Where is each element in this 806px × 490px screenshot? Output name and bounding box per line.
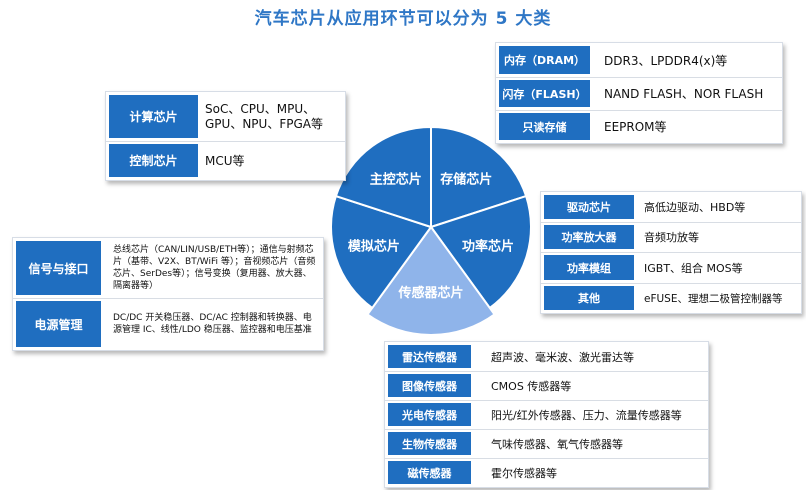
row-label: 控制芯片 bbox=[109, 144, 198, 177]
row-value: NAND FLASH、NOR FLASH bbox=[604, 87, 764, 101]
table-row: 只读存储 EEPROM等 bbox=[496, 110, 782, 143]
sensor-panel: 雷达传感器 超声波、毫米波、激光雷达等 图像传感器 CMOS 传感器等 光电传感… bbox=[384, 341, 709, 488]
row-value: IGBT、组合 MOS等 bbox=[644, 261, 743, 275]
page-title: 汽车芯片从应用环节可以分为 5 大类 bbox=[254, 9, 552, 29]
row-label: 电源管理 bbox=[16, 301, 101, 347]
row-label: 闪存（FLASH） bbox=[499, 80, 590, 107]
row-value: EEPROM等 bbox=[604, 120, 667, 134]
pie-slice bbox=[429, 194, 532, 310]
pie-slice-label: 存储芯片 bbox=[440, 171, 492, 187]
row-value: 霍尔传感器等 bbox=[491, 466, 557, 480]
table-row: 雷达传感器 超声波、毫米波、激光雷达等 bbox=[385, 342, 708, 372]
row-label: 生物传感器 bbox=[388, 432, 471, 455]
row-label: 光电传感器 bbox=[388, 403, 471, 426]
row-value: MCU等 bbox=[205, 154, 245, 168]
table-row: 计算芯片 SoC、CPU、MPU、GPU、NPU、FPGA等 bbox=[106, 92, 345, 142]
row-label: 内存（DRAM） bbox=[499, 46, 590, 74]
row-label: 雷达传感器 bbox=[388, 345, 471, 368]
row-label: 计算芯片 bbox=[109, 95, 198, 138]
storage-panel: 内存（DRAM） DDR3、LPDDR4(x)等 闪存（FLASH） NAND … bbox=[495, 42, 783, 144]
row-value: 气味传感器、氧气传感器等 bbox=[491, 437, 623, 451]
row-label: 只读存储 bbox=[499, 113, 590, 140]
table-row: 信号与接口 总线芯片（CAN/LIN/USB/ETH等）；通信与射频芯片（基带、… bbox=[13, 238, 323, 299]
pie-slice-label: 模拟芯片 bbox=[348, 239, 400, 255]
pie-slice-label: 传感器芯片 bbox=[397, 285, 463, 301]
row-label: 信号与接口 bbox=[16, 241, 101, 295]
pie-slice-label: 主控芯片 bbox=[370, 171, 422, 187]
pie-slice bbox=[330, 194, 433, 310]
row-value: 超声波、毫米波、激光雷达等 bbox=[491, 350, 634, 364]
row-value: SoC、CPU、MPU、GPU、NPU、FPGA等 bbox=[205, 101, 323, 131]
row-label: 其他 bbox=[544, 286, 634, 310]
table-row: 磁传感器 霍尔传感器等 bbox=[385, 458, 708, 487]
row-value: eFUSE、理想二极管控制器等 bbox=[644, 292, 783, 305]
row-value: 高低边驱动、HBD等 bbox=[644, 201, 746, 214]
row-value: 音频功放等 bbox=[644, 231, 699, 244]
analog-panel: 信号与接口 总线芯片（CAN/LIN/USB/ETH等）；通信与射频芯片（基带、… bbox=[12, 237, 324, 351]
row-label: 功率模组 bbox=[544, 255, 634, 280]
pie-slice bbox=[430, 125, 528, 229]
table-row: 电源管理 DC/DC 开关稳压器、DC/AC 控制器和转换器、电源管理 IC、线… bbox=[13, 298, 323, 350]
row-value: DC/DC 开关稳压器、DC/AC 控制器和转换器、电源管理 IC、线性/LDO… bbox=[113, 313, 312, 335]
row-label: 图像传感器 bbox=[388, 374, 471, 397]
row-value: CMOS 传感器等 bbox=[491, 379, 572, 393]
table-row: 内存（DRAM） DDR3、LPDDR4(x)等 bbox=[496, 43, 782, 78]
row-value: 阳光/红外传感器、压力、流量传感器等 bbox=[491, 408, 682, 422]
row-value: 总线芯片（CAN/LIN/USB/ETH等）；通信与射频芯片（基带、V2X、BT… bbox=[113, 245, 316, 291]
table-row: 其他 eFUSE、理想二极管控制器等 bbox=[541, 283, 801, 313]
row-value: DDR3、LPDDR4(x)等 bbox=[604, 53, 728, 68]
table-row: 控制芯片 MCU等 bbox=[106, 141, 345, 180]
pie-slice-label: 功率芯片 bbox=[462, 239, 514, 255]
table-row: 功率模组 IGBT、组合 MOS等 bbox=[541, 252, 801, 284]
row-label: 磁传感器 bbox=[388, 461, 471, 484]
pie-slice bbox=[334, 125, 432, 229]
compute-panel: 计算芯片 SoC、CPU、MPU、GPU、NPU、FPGA等 控制芯片 MCU等 bbox=[105, 91, 346, 181]
table-row: 功率放大器 音频功放等 bbox=[541, 222, 801, 253]
table-row: 驱动芯片 高低边驱动、HBD等 bbox=[541, 192, 801, 223]
table-row: 生物传感器 气味传感器、氧气传感器等 bbox=[385, 429, 708, 459]
power-panel: 驱动芯片 高低边驱动、HBD等 功率放大器 音频功放等 功率模组 IGBT、组合… bbox=[540, 191, 802, 314]
row-label: 功率放大器 bbox=[544, 225, 634, 249]
table-row: 闪存（FLASH） NAND FLASH、NOR FLASH bbox=[496, 77, 782, 111]
row-label: 驱动芯片 bbox=[544, 195, 634, 219]
table-row: 图像传感器 CMOS 传感器等 bbox=[385, 371, 708, 401]
table-row: 光电传感器 阳光/红外传感器、压力、流量传感器等 bbox=[385, 400, 708, 430]
pie-slice bbox=[366, 225, 496, 336]
